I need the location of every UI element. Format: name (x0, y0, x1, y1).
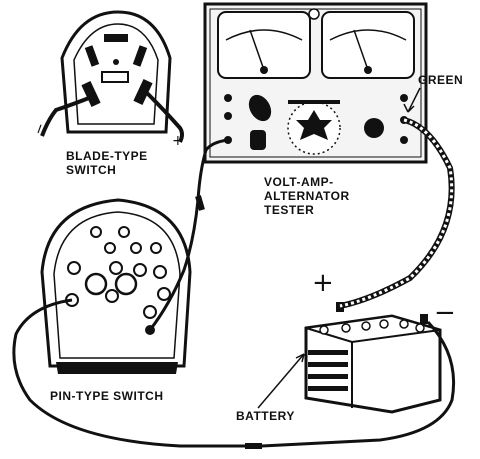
blade-plus-sign: + (172, 133, 184, 149)
tester-label-line2: ALTERNATOR (264, 189, 350, 203)
tester-label-line1: VOLT-AMP- (264, 175, 334, 189)
volt-amp-alternator-tester (203, 2, 428, 164)
blade-switch-label-line1: BLADE-TYPE (66, 149, 148, 163)
green-lead-label: GREEN (418, 73, 464, 87)
battery (304, 302, 442, 414)
battery-plus-sign: + (312, 268, 334, 298)
battery-minus-sign: − (434, 298, 456, 328)
blade-type-switch (40, 10, 184, 143)
test-leads (12, 87, 456, 449)
pin-type-switch (40, 198, 192, 374)
pin-switch-label: PIN-TYPE SWITCH (50, 389, 164, 403)
blade-switch-label-line2: SWITCH (66, 163, 117, 177)
battery-label: BATTERY (236, 409, 295, 423)
tester-label-line3: TESTER (264, 203, 315, 217)
